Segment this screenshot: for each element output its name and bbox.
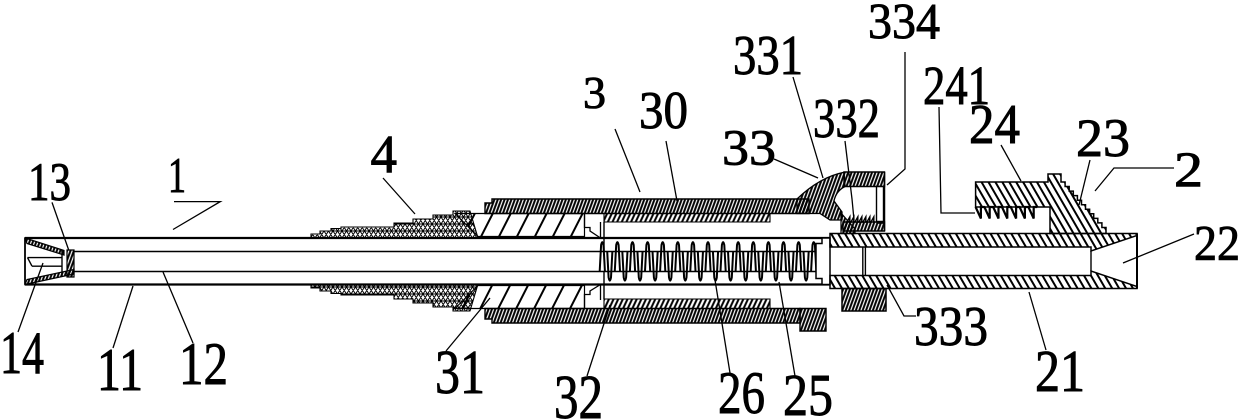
svg-text:14: 14 [0, 320, 44, 387]
svg-text:23: 23 [1076, 108, 1130, 168]
svg-text:13: 13 [28, 152, 71, 212]
svg-text:241: 241 [923, 55, 990, 116]
svg-text:24: 24 [969, 94, 1020, 156]
svg-text:331: 331 [733, 25, 803, 87]
svg-text:3: 3 [583, 68, 606, 118]
svg-text:32: 32 [554, 364, 603, 419]
svg-text:30: 30 [639, 82, 688, 140]
svg-text:21: 21 [1035, 339, 1085, 404]
svg-text:26: 26 [718, 360, 765, 419]
svg-text:2: 2 [1174, 142, 1203, 197]
svg-text:31: 31 [435, 339, 485, 407]
svg-text:12: 12 [179, 331, 228, 398]
svg-text:11: 11 [97, 337, 143, 404]
svg-text:332: 332 [813, 88, 880, 150]
svg-text:334: 334 [868, 0, 940, 50]
svg-text:25: 25 [783, 363, 833, 419]
svg-text:1: 1 [168, 148, 186, 203]
svg-text:333: 333 [914, 296, 988, 358]
svg-text:33: 33 [722, 120, 776, 177]
svg-text:4: 4 [371, 125, 398, 185]
svg-text:22: 22 [1194, 216, 1240, 271]
